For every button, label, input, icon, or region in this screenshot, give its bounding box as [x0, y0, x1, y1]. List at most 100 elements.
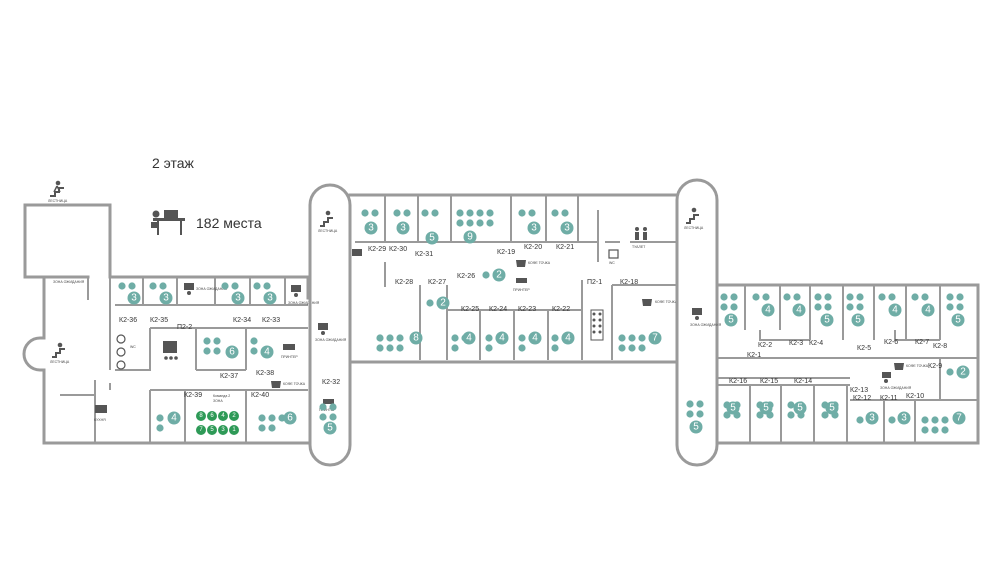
- seat-dot[interactable]: [720, 293, 728, 301]
- seat-count-badge[interactable]: [792, 303, 806, 317]
- seat-dot[interactable]: [486, 209, 494, 217]
- seat-dot[interactable]: [956, 303, 964, 311]
- seat-dot[interactable]: [376, 344, 384, 352]
- seat-dot[interactable]: [159, 282, 167, 290]
- seat-dot[interactable]: [361, 209, 369, 217]
- seat-count-badge[interactable]: [952, 411, 966, 425]
- seat-dot[interactable]: [846, 293, 854, 301]
- seat-dot[interactable]: [946, 303, 954, 311]
- seat-dot[interactable]: [518, 334, 526, 342]
- reserved-seat-7[interactable]: 7: [199, 427, 203, 433]
- seat-count-badge[interactable]: [888, 303, 902, 317]
- seat-dot[interactable]: [628, 334, 636, 342]
- seat-dot[interactable]: [551, 209, 559, 217]
- room-k2-24[interactable]: К2-24: [489, 306, 507, 313]
- seat-dot[interactable]: [618, 334, 626, 342]
- seat-dot[interactable]: [486, 219, 494, 227]
- room-k2-40[interactable]: К2-40: [251, 392, 269, 399]
- room-p2-1[interactable]: П2-1: [587, 279, 602, 286]
- seat-dot[interactable]: [787, 411, 795, 419]
- seat-count-badge[interactable]: [231, 291, 245, 305]
- seat-count-badge[interactable]: [921, 303, 935, 317]
- room-k2-30[interactable]: К2-30: [389, 246, 407, 253]
- seat-dot[interactable]: [730, 293, 738, 301]
- seat-count-badge[interactable]: [127, 291, 141, 305]
- seat-count-badge[interactable]: [759, 401, 773, 415]
- seat-count-badge[interactable]: [425, 231, 439, 245]
- seat-dot[interactable]: [485, 334, 493, 342]
- room-k2-25[interactable]: К2-25: [461, 306, 479, 313]
- seat-dot[interactable]: [258, 424, 266, 432]
- seat-dot[interactable]: [628, 344, 636, 352]
- seat-dot[interactable]: [696, 410, 704, 418]
- room-k2-19[interactable]: К2-19: [497, 249, 515, 256]
- seat-count-badge[interactable]: [820, 313, 834, 327]
- room-k2-22[interactable]: К2-22: [552, 306, 570, 313]
- seat-dot[interactable]: [814, 303, 822, 311]
- seat-count-badge[interactable]: [263, 291, 277, 305]
- room-k2-7[interactable]: К2-7: [915, 339, 929, 346]
- seat-dot[interactable]: [253, 282, 261, 290]
- room-k2-10[interactable]: К2-10: [906, 393, 924, 400]
- seat-dot[interactable]: [466, 209, 474, 217]
- seat-dot[interactable]: [931, 426, 939, 434]
- room-k2-29[interactable]: К2-29: [368, 246, 386, 253]
- seat-count-badge[interactable]: [396, 221, 410, 235]
- seat-dot[interactable]: [421, 209, 429, 217]
- seat-dot[interactable]: [783, 293, 791, 301]
- room-k2-38[interactable]: К2-38: [256, 370, 274, 377]
- seat-dot[interactable]: [376, 334, 384, 342]
- seat-count-badge[interactable]: [897, 411, 911, 425]
- room-k2-3[interactable]: К2-3: [789, 340, 803, 347]
- reserved-seat-8[interactable]: 8: [199, 413, 203, 419]
- room-k2-4[interactable]: К2-4: [809, 340, 823, 347]
- seat-dot[interactable]: [258, 414, 266, 422]
- seat-dot[interactable]: [638, 344, 646, 352]
- seat-count-badge[interactable]: [851, 313, 865, 327]
- seat-dot[interactable]: [528, 209, 536, 217]
- seat-dot[interactable]: [941, 416, 949, 424]
- seat-dot[interactable]: [386, 334, 394, 342]
- seat-dot[interactable]: [696, 400, 704, 408]
- room-p2-2[interactable]: П2-2: [177, 324, 192, 331]
- seat-dot[interactable]: [518, 209, 526, 217]
- seat-dot[interactable]: [118, 282, 126, 290]
- seat-dot[interactable]: [856, 416, 864, 424]
- seat-dot[interactable]: [956, 293, 964, 301]
- room-k2-34[interactable]: К2-34: [233, 317, 251, 324]
- seat-dot[interactable]: [931, 416, 939, 424]
- reserved-seat-5[interactable]: 5: [210, 427, 214, 433]
- seat-dot[interactable]: [250, 347, 258, 355]
- seat-dot[interactable]: [561, 209, 569, 217]
- seat-count-badge[interactable]: [761, 303, 775, 317]
- seat-dot[interactable]: [551, 344, 559, 352]
- seat-count-badge[interactable]: [527, 221, 541, 235]
- seat-dot[interactable]: [723, 411, 731, 419]
- seat-dot[interactable]: [756, 411, 764, 419]
- seat-dot[interactable]: [814, 293, 822, 301]
- seat-count-badge[interactable]: [283, 411, 297, 425]
- seat-dot[interactable]: [403, 209, 411, 217]
- seat-count-badge[interactable]: [225, 345, 239, 359]
- room-k2-1[interactable]: К2-1: [747, 352, 761, 359]
- seat-dot[interactable]: [476, 209, 484, 217]
- seat-dot[interactable]: [482, 271, 490, 279]
- room-k2-26[interactable]: К2-26: [457, 273, 475, 280]
- seat-dot[interactable]: [752, 293, 760, 301]
- seat-count-badge[interactable]: [495, 331, 509, 345]
- seat-dot[interactable]: [268, 414, 276, 422]
- seat-dot[interactable]: [451, 334, 459, 342]
- seat-dot[interactable]: [686, 410, 694, 418]
- seat-count-badge[interactable]: [436, 296, 450, 310]
- seat-count-badge[interactable]: [865, 411, 879, 425]
- seat-dot[interactable]: [319, 413, 327, 421]
- seat-dot[interactable]: [476, 219, 484, 227]
- reserved-seat-1[interactable]: 1: [232, 427, 236, 433]
- seat-dot[interactable]: [456, 219, 464, 227]
- room-k2-35[interactable]: К2-35: [150, 317, 168, 324]
- room-k2-8[interactable]: К2-8: [933, 343, 947, 350]
- seat-dot[interactable]: [638, 334, 646, 342]
- room-k2-11[interactable]: К2-11: [880, 395, 898, 402]
- seat-dot[interactable]: [263, 282, 271, 290]
- room-k2-14[interactable]: К2-14: [794, 378, 812, 385]
